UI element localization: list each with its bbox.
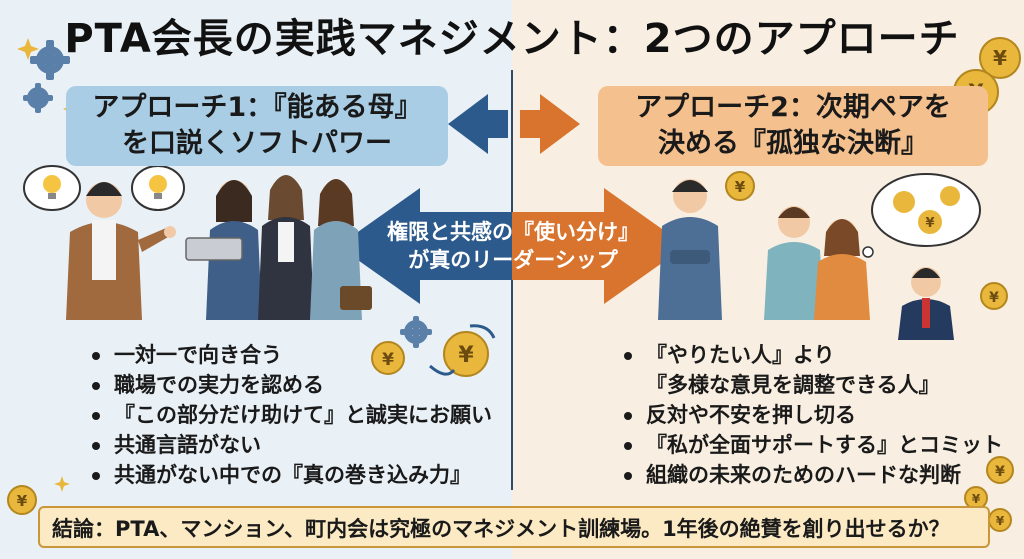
man-standing-figure [764,206,824,320]
orange-arrow-right-icon [520,94,580,154]
gear-icon [400,316,432,348]
man-folded-arms-figure [658,179,722,320]
approach-1-points: 一対一で向き合う 職場での実力を認める 『この部分だけ助けて』と誠実にお願い 共… [92,340,492,490]
lightbulb-icon [23,165,185,211]
approach-1-box: アプローチ1：『能ある母』 を口説くソフトパワー [66,86,448,166]
page-title: PTA会長の実践マネジメント：2つのアプローチ [64,16,960,62]
approach-1-line2: を口説くソフトパワー [122,128,392,159]
center-message-line1: 権限と共感の『使い分け』 [387,220,639,244]
svg-text:¥: ¥ [735,178,746,196]
svg-text:¥: ¥ [972,492,981,506]
gear-icon [23,40,70,113]
thought-bubble-coins: ¥ [862,173,981,258]
svg-text:¥: ¥ [17,492,28,510]
list-item: 『この部分だけ助けて』と誠実にお願い [92,400,492,430]
coin-icon: ¥ [980,282,1008,310]
svg-text:¥: ¥ [382,350,394,370]
list-item: 共通言語がない [92,430,492,460]
coin-gear-icon: ¥ ¥ [371,324,496,377]
coin-icon: ¥ [725,171,755,201]
svg-text:¥: ¥ [996,514,1005,528]
list-item: 一対一で向き合う [92,340,492,370]
man-presenting-figure [66,182,176,320]
approach-2-line2: 決める『孤独な決断』 [658,128,928,159]
list-item: 『やりたい人』より [624,340,1003,370]
approach-2-points: 『やりたい人』より 『多様な意見を調整できる人』 反対や不安を押し切る 『私が全… [624,340,1003,490]
svg-text:¥: ¥ [925,216,934,231]
svg-text:¥: ¥ [993,46,1007,70]
list-item: 職場での実力を認める [92,370,492,400]
woman-thinking-figure [310,179,372,320]
svg-text:¥: ¥ [458,343,474,368]
list-item: 『私が全面サポートする』とコミット [624,430,1003,460]
svg-text:¥: ¥ [989,290,999,306]
list-item: 組織の未来のためのハードな判断 [624,460,1003,490]
woman-laptop-figure [185,180,262,320]
center-double-arrow [338,188,686,304]
center-message: 権限と共感の『使い分け』 が真のリーダーシップ [380,218,646,274]
businessman-figure [898,267,954,340]
woman-folded-arms-figure [258,175,314,320]
list-item: 共通がない中での『真の巻き込み力』 [92,460,492,490]
woman-standing-figure [814,219,870,320]
approach-2-line1: アプローチ2：次期ペアを [635,92,951,123]
conclusion-banner: 結論：PTA、マンション、町内会は究極のマネジメント訓練場。1年後の絶賛を創り出… [38,506,990,548]
list-item: 『多様な意見を調整できる人』 [646,373,940,397]
list-item: 反対や不安を押し切る [624,400,1003,430]
blue-arrow-left-icon [448,94,508,154]
svg-text:¥: ¥ [995,464,1005,480]
approach-2-box: アプローチ2：次期ペアを 決める『孤独な決断』 [598,86,988,166]
approach-1-line1: アプローチ1：『能ある母』 [92,92,422,123]
center-message-line2: が真のリーダーシップ [408,248,618,272]
